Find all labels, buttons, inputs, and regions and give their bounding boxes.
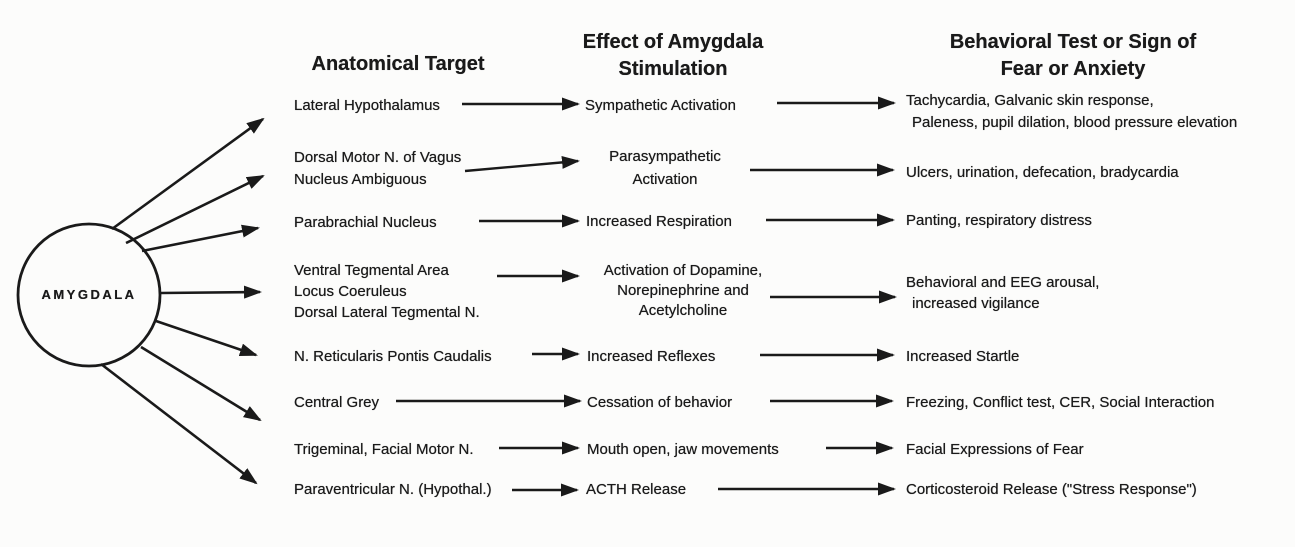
effect-row-4: Activation of Dopamine, Norepinephrine a… <box>587 261 779 321</box>
column-header-effect-line-1: Effect of Amygdala <box>582 31 764 53</box>
effect-row-5: Increased Reflexes <box>587 348 716 365</box>
anatomical-target-row-1: Lateral Hypothalamus <box>294 97 440 114</box>
anatomical-target-row-4: Ventral Tegmental Area Locus Coeruleus D… <box>294 260 480 323</box>
behavior-row-4-line-2: increased vigilance <box>912 295 1040 312</box>
effect-row-7: Mouth open, jaw movements <box>587 441 779 458</box>
anatomical-target-row-8: Paraventricular N. (Hypothal.) <box>294 481 492 498</box>
fan-arrow-row-1 <box>111 117 265 231</box>
anatomical-target-row-7: Trigeminal, Facial Motor N. <box>294 441 474 458</box>
behavior-row-4: Behavioral and EEG arousal, increased vi… <box>906 272 1099 314</box>
effect-row-4-line-1: Activation of Dopamine, <box>603 262 763 279</box>
behavior-row-5: Increased Startle <box>906 348 1020 365</box>
amygdala-node-label: AMYGDALA <box>41 287 137 302</box>
effect-row-2: Parasympathetic Activation <box>586 145 744 191</box>
target-effect-arrows <box>396 97 582 497</box>
anatomical-target-row-5: N. Reticularis Pontis Caudalis <box>294 348 492 365</box>
behavior-row-4-line-1: Behavioral and EEG arousal, <box>906 274 1100 291</box>
effect-row-3: Increased Respiration <box>586 213 732 230</box>
effect-row-6: Cessation of behavior <box>587 394 733 411</box>
behavior-row-6: Freezing, Conflict test, CER, Social Int… <box>906 394 1215 411</box>
anatomical-target-row-4-line-2: Locus Coeruleus <box>294 283 407 300</box>
effect-row-2-line-2: Activation <box>632 171 698 188</box>
effect-row-4-line-3: Acetylcholine <box>638 302 728 319</box>
column-header-anatomical-target: Anatomical Target <box>311 53 485 75</box>
fan-arrow-row-6 <box>140 345 262 422</box>
fan-arrow-row-5 <box>155 319 258 357</box>
column-header-effect-of-stimulation: Effect of Amygdala Stimulation <box>571 29 775 83</box>
effect-row-2-line-1: Parasympathetic <box>609 148 721 165</box>
anatomical-target-row-2-line-2: Nucleus Ambiguous <box>294 171 427 188</box>
behavior-row-2: Ulcers, urination, defecation, bradycard… <box>906 164 1179 181</box>
anatomical-target-row-3: Parabrachial Nucleus <box>294 214 437 231</box>
fan-arrow-row-3 <box>141 224 260 253</box>
anatomical-target-row-4-line-1: Ventral Tegmental Area <box>294 262 449 279</box>
fan-arrows <box>100 117 265 485</box>
behavior-row-1: Tachycardia, Galvanic skin response, Pal… <box>906 90 1237 134</box>
target-effect-arrow-row-2 <box>464 155 580 173</box>
effect-behavior-arrows <box>718 96 897 496</box>
column-header-behavioral-line-2: Fear or Anxiety <box>1000 58 1146 80</box>
column-header-behavioral-test: Behavioral Test or Sign of Fear or Anxie… <box>906 29 1240 83</box>
column-header-behavioral-line-1: Behavioral Test or Sign of <box>949 31 1197 53</box>
amygdala-circle <box>16 222 162 368</box>
effect-row-8: ACTH Release <box>586 481 687 498</box>
anatomical-target-row-2-line-1: Dorsal Motor N. of Vagus <box>294 149 462 166</box>
behavior-row-7: Facial Expressions of Fear <box>906 441 1084 458</box>
behavior-row-3: Panting, respiratory distress <box>906 212 1092 229</box>
column-header-effect-line-2: Stimulation <box>618 58 728 80</box>
anatomical-target-row-4-line-3: Dorsal Lateral Tegmental N. <box>294 304 480 321</box>
anatomical-target-row-6: Central Grey <box>294 394 380 411</box>
behavior-row-1-line-1: Tachycardia, Galvanic skin response, <box>906 92 1154 109</box>
behavior-row-8: Corticosteroid Release ("Stress Response… <box>906 481 1197 498</box>
fan-arrow-row-8 <box>100 362 258 485</box>
fan-arrow-row-2 <box>125 174 265 245</box>
effect-row-4-line-2: Norepinephrine and <box>617 282 749 299</box>
effect-row-1: Sympathetic Activation <box>585 97 736 114</box>
fan-arrow-row-4 <box>160 285 262 299</box>
anatomical-target-row-2: Dorsal Motor N. of Vagus Nucleus Ambiguo… <box>294 147 461 191</box>
behavior-row-1-line-2: Paleness, pupil dilation, blood pressure… <box>912 114 1238 131</box>
